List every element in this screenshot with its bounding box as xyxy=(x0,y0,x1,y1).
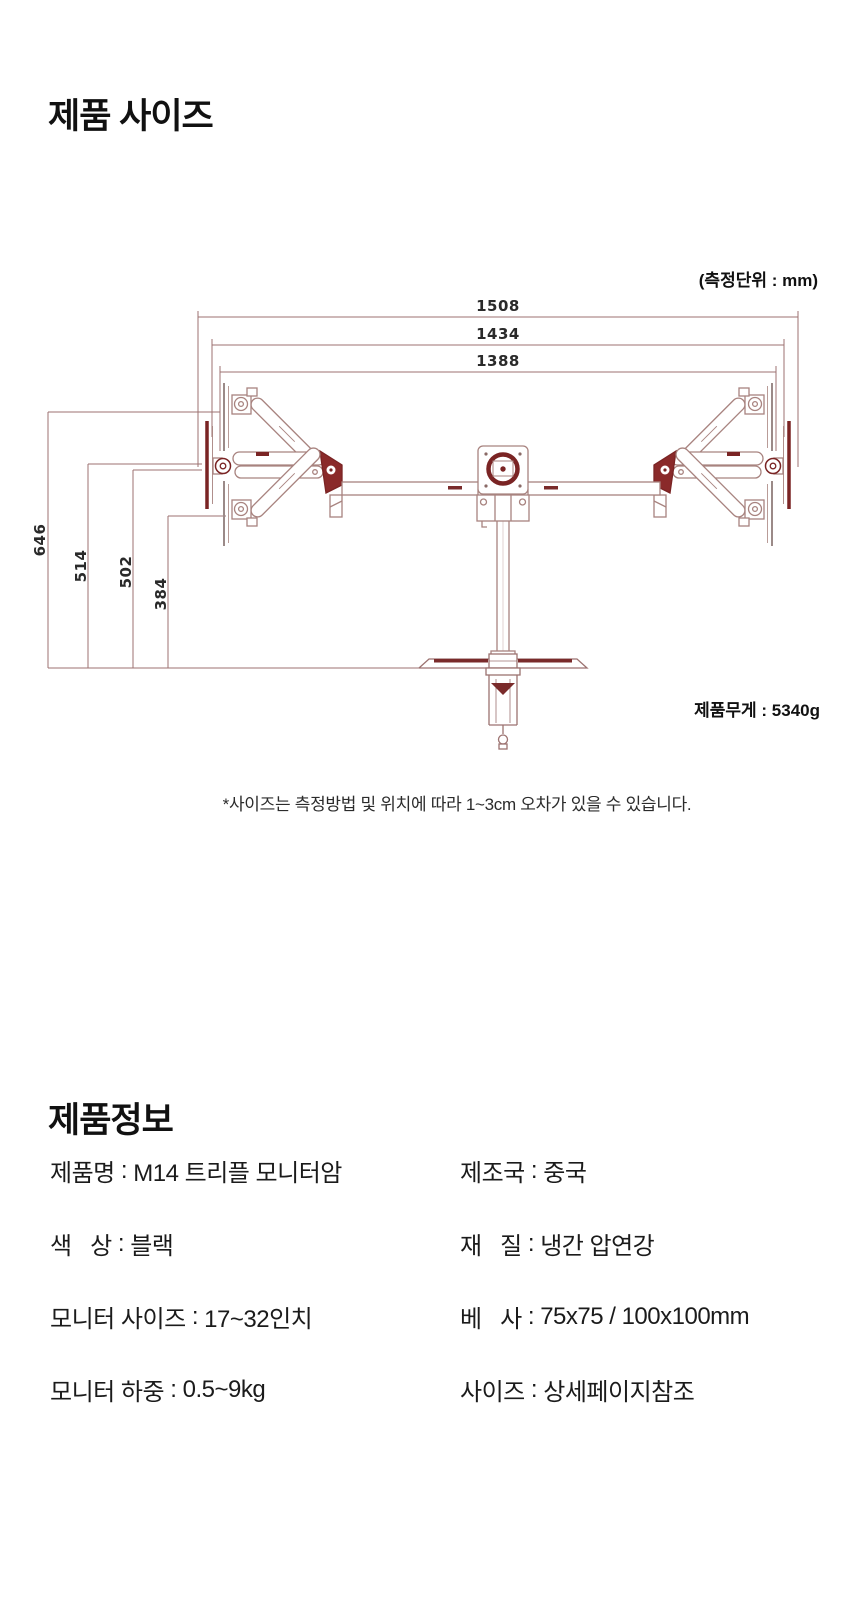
dim-height-502: 502 xyxy=(117,556,135,589)
info-row-vesa: 베 사 : 75x75 / 100x100mm xyxy=(460,1280,750,1353)
info-row-monitor-load: 모니터 하중 : 0.5~9kg xyxy=(50,1353,342,1426)
info-separator: : xyxy=(164,1375,183,1403)
dim-width-middle: 1434 xyxy=(476,325,520,343)
info-row-product-name: 제품명 : M14 트리플 모니터암 xyxy=(50,1134,342,1207)
info-value: 0.5~9kg xyxy=(182,1375,266,1403)
info-value: 블랙 xyxy=(130,1233,174,1260)
info-separator: : xyxy=(521,1302,541,1330)
left-arm-assembly xyxy=(205,381,344,548)
info-label: 색 상 xyxy=(50,1233,112,1260)
dim-width-outer: 1508 xyxy=(476,297,520,315)
info-value: 17~32인치 xyxy=(204,1306,313,1333)
info-row-country: 제조국 : 중국 xyxy=(460,1134,749,1207)
info-label: 모니터 하중 xyxy=(50,1379,165,1406)
info-label: 제조국 xyxy=(460,1160,525,1187)
info-label: 사이즈 xyxy=(460,1379,525,1406)
center-structure xyxy=(341,445,661,750)
size-disclaimer: *사이즈는 측정방법 및 위치에 따라 1~3cm 오차가 있을 수 있습니다. xyxy=(222,795,692,814)
info-separator: : xyxy=(524,1375,544,1403)
info-separator: : xyxy=(521,1229,541,1257)
info-value: 냉간 압연강 xyxy=(540,1233,655,1260)
info-row-monitor-size: 모니터 사이즈 : 17~32인치 xyxy=(50,1280,342,1353)
info-row-color: 색 상 : 블랙 xyxy=(50,1207,342,1280)
size-section-title: 제품 사이즈 xyxy=(48,97,214,136)
dim-height-384: 384 xyxy=(152,578,170,611)
dim-height-514: 514 xyxy=(72,550,90,583)
info-row-material: 재 질 : 냉간 압연강 xyxy=(460,1207,749,1280)
info-column-right: 제조국 : 중국 재 질 : 냉간 압연강 베 사 : 75x75 / 100x… xyxy=(460,1134,750,1426)
info-row-size: 사이즈 : 상세페이지참조 xyxy=(460,1353,749,1426)
info-label: 재 질 xyxy=(460,1233,522,1260)
dim-width-inner: 1388 xyxy=(476,352,520,370)
info-label: 제품명 xyxy=(50,1160,115,1187)
measurement-unit-note: (측정단위 : mm) xyxy=(698,271,818,290)
info-separator: : xyxy=(114,1156,134,1184)
right-arm-assembly xyxy=(652,381,791,548)
info-value: 중국 xyxy=(543,1160,587,1187)
info-value: M14 트리플 모니터암 xyxy=(133,1160,342,1187)
product-weight-note: 제품무게 : 5340g xyxy=(694,701,820,720)
info-label: 베 사 xyxy=(460,1306,522,1333)
info-separator: : xyxy=(524,1156,544,1184)
dimension-lines xyxy=(47,311,799,669)
dim-height-646: 646 xyxy=(31,524,49,557)
info-separator: : xyxy=(185,1302,205,1330)
info-section-title: 제품정보 xyxy=(48,1101,174,1140)
info-column-left: 제품명 : M14 트리플 모니터암 색 상 : 블랙 모니터 사이즈 : 17… xyxy=(50,1134,342,1426)
monitor-arm-dimension-diagram: 1508 1434 1388 646 514 502 384 xyxy=(31,297,799,750)
info-value: 75x75 / 100x100mm xyxy=(540,1302,750,1330)
info-label: 모니터 사이즈 xyxy=(50,1306,186,1333)
info-separator: : xyxy=(111,1229,131,1257)
info-value: 상세페이지참조 xyxy=(543,1379,695,1406)
